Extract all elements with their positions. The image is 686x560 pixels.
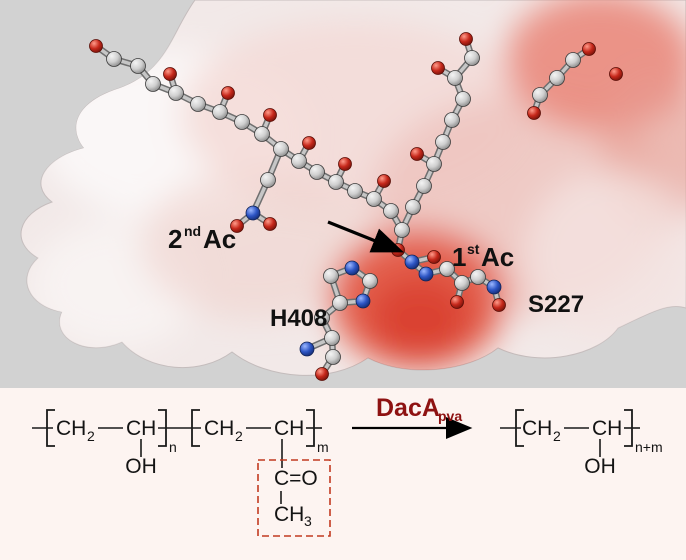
unit2-ch2-sub: 2	[235, 428, 243, 444]
label-2nd-ac-ordinal: nd	[184, 223, 201, 239]
label-2nd-ac-number: 2	[168, 224, 182, 254]
unit2-ch2: CH	[204, 417, 234, 440]
acetyl-transfer-arrow	[327, 220, 404, 253]
product-oh: OH	[584, 455, 616, 478]
oxygen-atoms	[89, 32, 623, 381]
unit2-repeat-m: m	[317, 439, 329, 455]
product-ch: CH	[592, 417, 622, 440]
label-1st-ac-number: 1	[452, 242, 466, 272]
product-repeat-nm: n+m	[635, 439, 663, 455]
product-brackets	[515, 409, 633, 447]
label-1st-ac-text: Ac	[481, 242, 514, 272]
label-h408: H408	[270, 305, 327, 332]
molecular-panel: 2 nd Ac 1 st Ac H408 S227	[0, 0, 686, 388]
reaction-background	[0, 388, 686, 560]
reaction-panel: CH 2 CH n OH CH 2 CH m C=O CH 3 DacA pva…	[0, 388, 686, 560]
nitrogen-atoms	[245, 205, 502, 357]
acetyl-highlight-box	[257, 459, 331, 537]
unit1-repeat-n: n	[169, 439, 177, 455]
unit1-ch: CH	[126, 417, 156, 440]
carbon-atoms	[106, 50, 581, 365]
label-s227: S227	[528, 291, 584, 318]
product-ch2: CH	[522, 417, 552, 440]
unit1-ch2-sub: 2	[87, 428, 95, 444]
label-1st-ac-ordinal: st	[467, 241, 480, 257]
reactant-bonds	[32, 427, 322, 504]
unit1-ch2: CH	[56, 417, 86, 440]
enzyme-label: DacA	[376, 394, 440, 422]
product-ch2-sub: 2	[553, 428, 561, 444]
acetyl-methyl: CH	[274, 503, 304, 526]
reactant-brackets	[46, 409, 315, 447]
enzyme-label-sub: pva	[438, 408, 462, 424]
acetyl-carbonyl: C=O	[274, 467, 318, 490]
unit1-oh: OH	[125, 455, 157, 478]
panel-labels: 2 nd Ac 1 st Ac H408 S227	[168, 223, 584, 332]
unit2-ch: CH	[274, 417, 304, 440]
acetyl-methyl-sub: 3	[304, 513, 312, 529]
label-2nd-ac-text: Ac	[203, 224, 236, 254]
